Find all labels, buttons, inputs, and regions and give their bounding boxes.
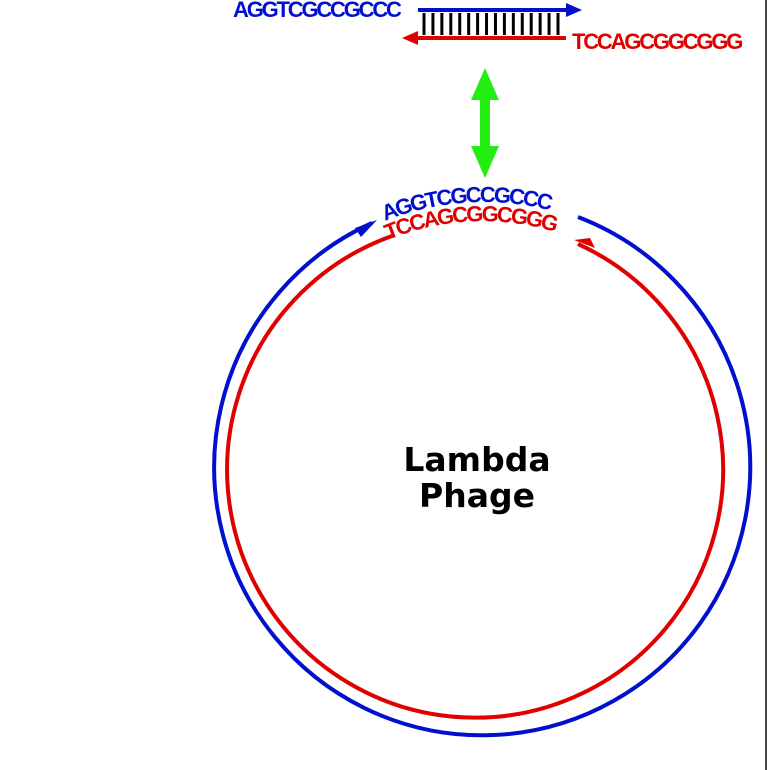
circular-genome: AGGTCGCCGCCC TCCAGCGGCGGG Lambda Phage (212, 182, 753, 738)
circular-outer-arrowhead-icon (355, 220, 377, 237)
circular-outer-strand (212, 215, 753, 738)
circular-inner-arrowhead-icon (574, 238, 595, 248)
page-edge-divider (765, 0, 767, 770)
linear-top-strand-sequence: AGGTCGCCGCCC (233, 0, 402, 22)
linear-bottom-strand-sequence: TCCAGCGGCGGG (572, 29, 742, 54)
linear-bottom-strand-arrowhead-icon (402, 31, 418, 45)
center-label-line1: Lambda (403, 440, 550, 479)
equilibrium-double-headed-arrow-icon (471, 68, 499, 178)
linear-duplex: AGGTCGCCGCCC TCCAGCGGCGGG (233, 0, 744, 54)
center-label-line2: Phage (419, 476, 535, 515)
linear-top-strand-arrowhead-icon (566, 3, 582, 17)
base-pair-rungs (422, 13, 560, 35)
circular-inner-strand (225, 234, 726, 720)
